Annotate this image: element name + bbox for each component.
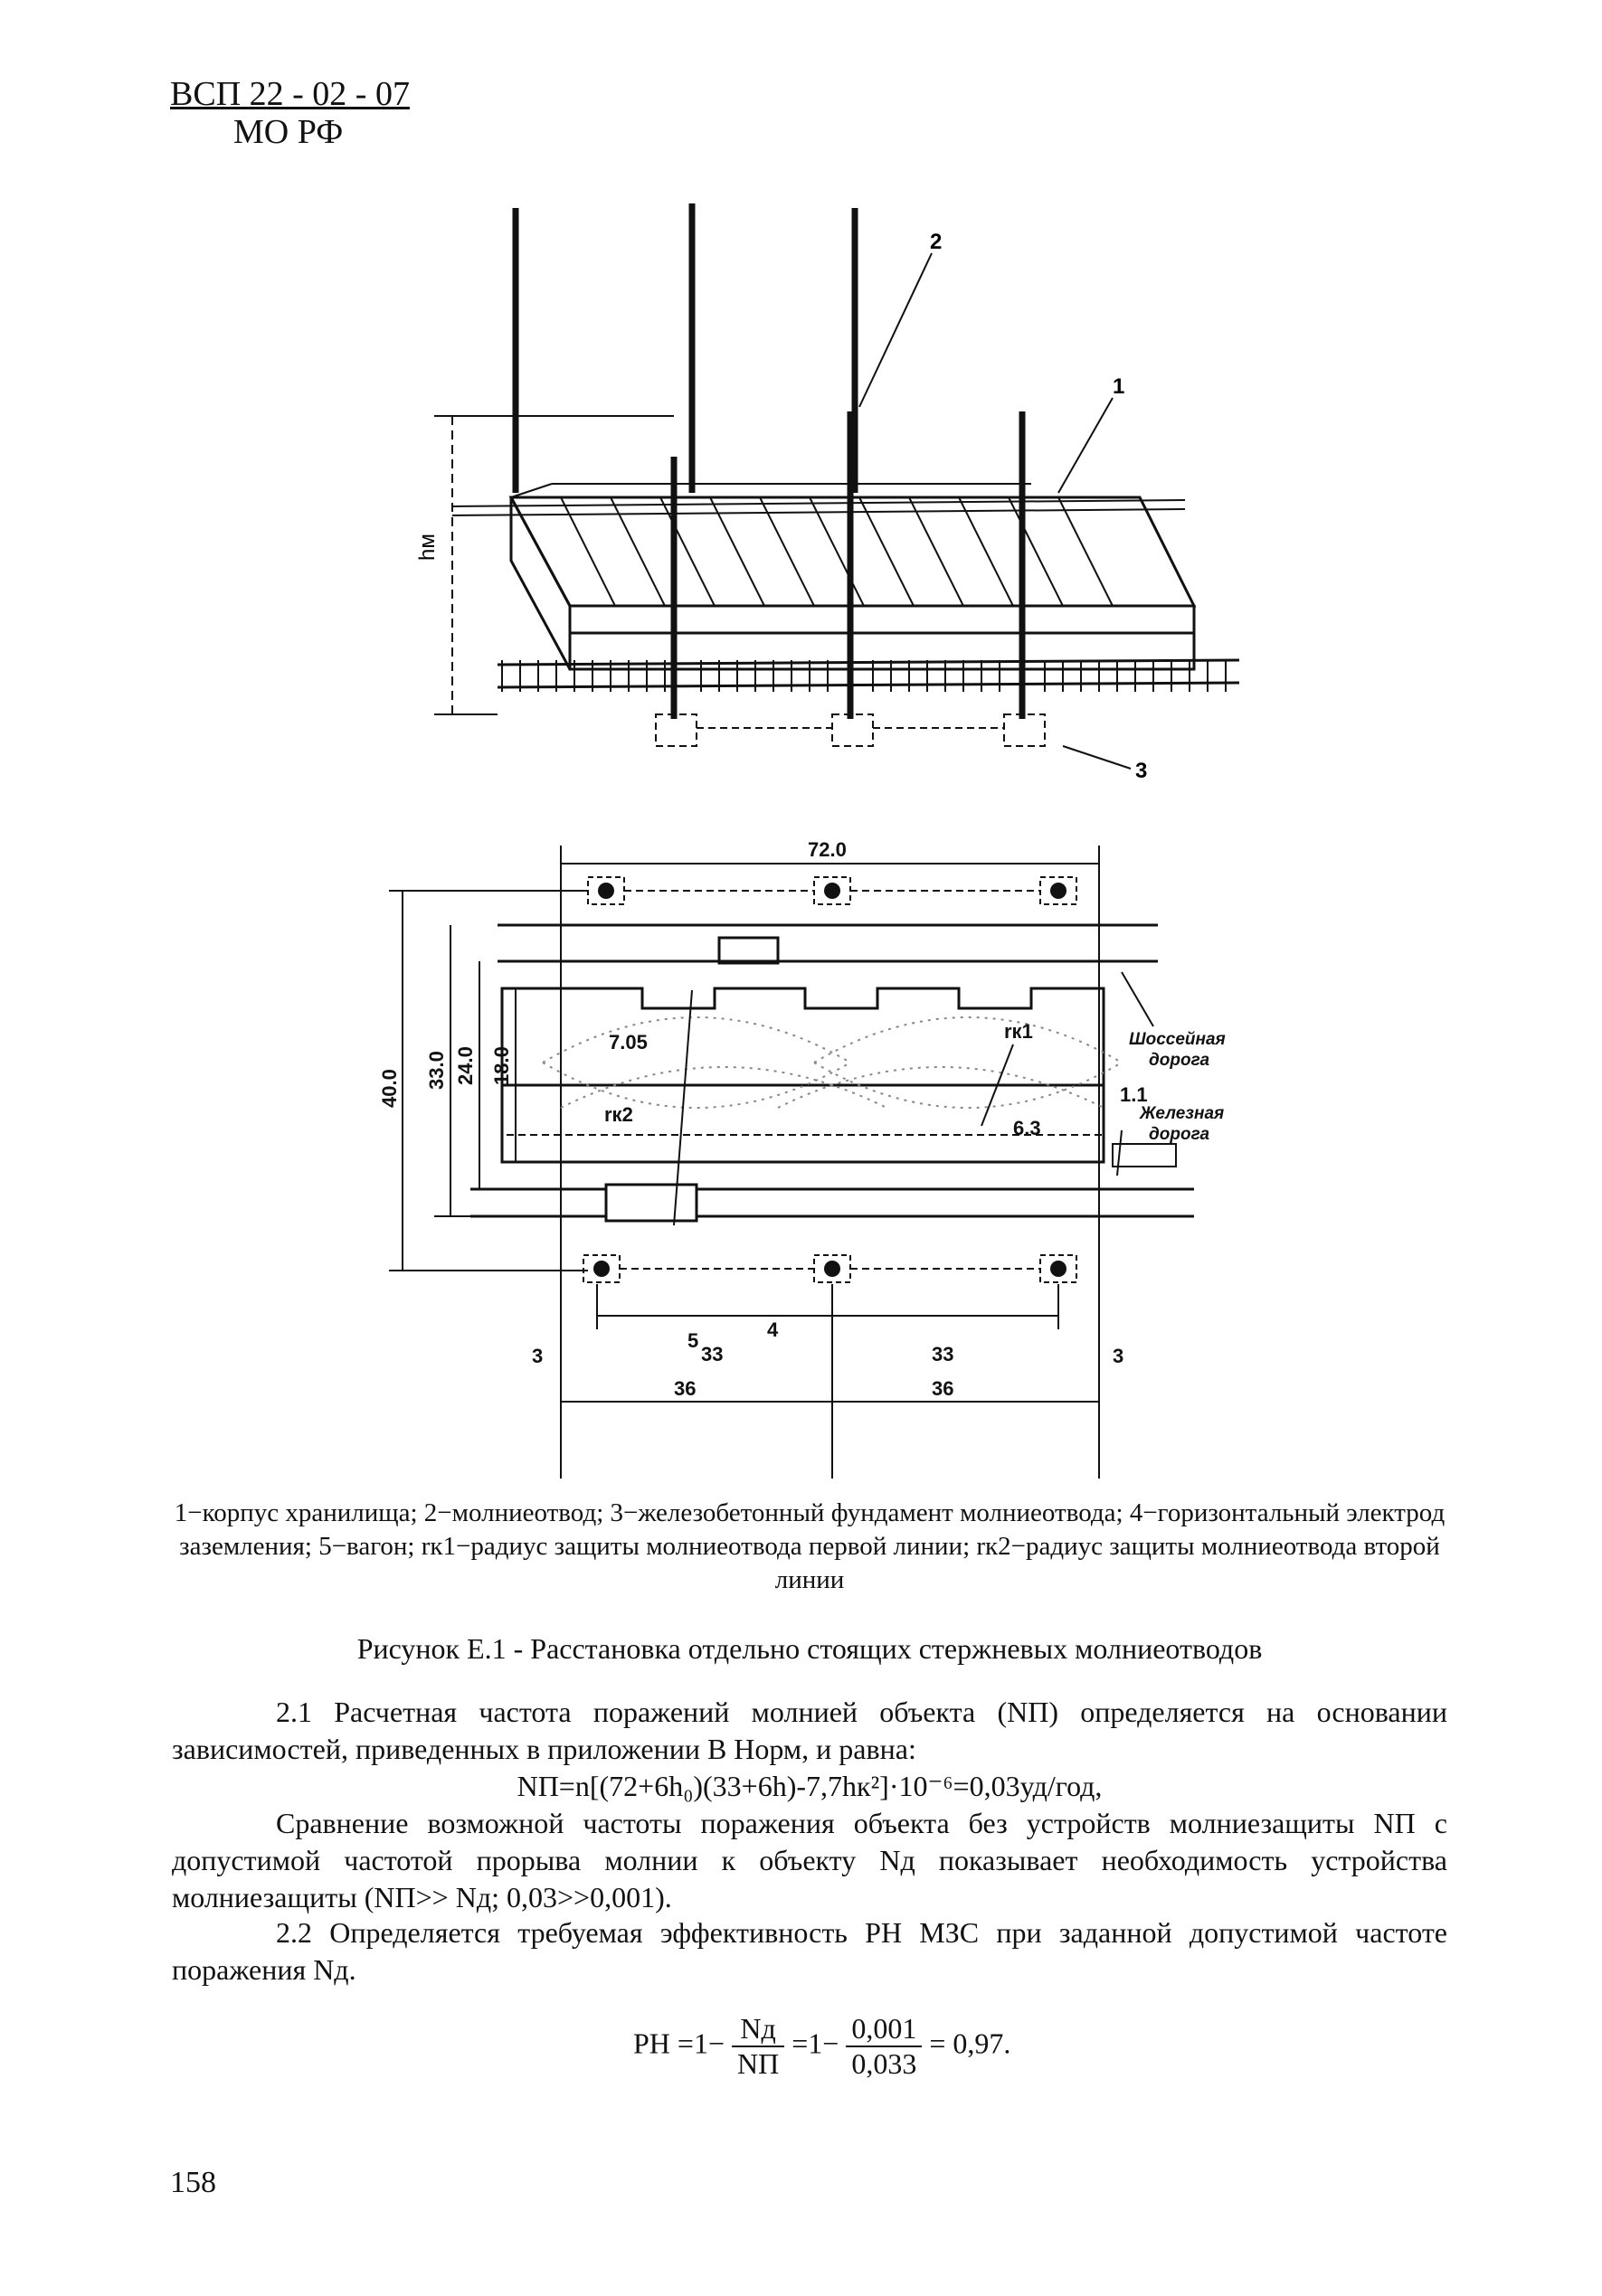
dim-33-left: 33 [701, 1343, 723, 1365]
dim-24: 24.0 [454, 1046, 477, 1085]
fraction-num-1: Nд [732, 2012, 785, 2047]
side-view-figure: hм 2 1 3 [415, 203, 1240, 783]
figure-title: Рисунок Е.1 - Расстановка отдельно стоящ… [356, 1632, 1263, 1665]
fraction-num-2: 0,001 [846, 2012, 923, 2047]
section-3-right: 3 [1113, 1345, 1123, 1367]
dim-40: 40.0 [380, 1069, 401, 1108]
fraction-nd-np: Nд NП [732, 2012, 785, 2081]
figure-caption: 1−корпус хранилища; 2−молниеотвод; 3−жел… [174, 1498, 1446, 1594]
label-rk2: rк2 [604, 1103, 633, 1126]
callout-1: 1 [1113, 374, 1124, 399]
fraction-den-1: NП [737, 2047, 780, 2080]
paragraph-comparison: Сравнение возможной частоты поражения об… [172, 1807, 1447, 1913]
document-code: ВСП 22 - 02 - 07 [170, 75, 410, 113]
section-3-left: 3 [532, 1345, 543, 1367]
label-rk1: rк1 [1004, 1020, 1033, 1043]
label-63: 6.3 [1013, 1117, 1041, 1139]
formula-ph-mid: =1− [792, 2027, 839, 2060]
label-11: 1.1 [1120, 1083, 1148, 1106]
label-4: 4 [767, 1318, 779, 1341]
callout-2: 2 [930, 230, 942, 254]
formula-ph: PН =1− Nд NП =1− 0,001 0,033 = 0,97. [633, 2012, 1176, 2121]
paragraph-2-2: 2.2 Определяется требуемая эффективность… [172, 1916, 1447, 1986]
label-5: 5 [687, 1329, 698, 1352]
page-number: 158 [170, 2166, 216, 2199]
dim-72: 72.0 [808, 838, 847, 861]
document-org: МО РФ [233, 113, 344, 151]
plan-view-figure: 72.0 40.0 33.0 24.0 18.0 7.05 rк1 rк2 6.… [380, 838, 1226, 1479]
formula-np: NП=n[(72+6h₀)(33+6h)-7,7hк²]·10⁻⁶=0,03уд… [517, 1770, 1103, 1802]
fraction-values: 0,001 0,033 [846, 2012, 923, 2081]
height-label: hм [415, 534, 440, 561]
dim-36-right: 36 [932, 1377, 953, 1400]
formula-ph-result: = 0,97. [929, 2027, 1011, 2060]
dim-33-right: 33 [932, 1343, 953, 1365]
label-705: 7.05 [609, 1031, 648, 1054]
formula-ph-lhs: PН =1− [633, 2027, 725, 2060]
fraction-den-2: 0,033 [851, 2047, 917, 2080]
dim-18: 18.0 [490, 1046, 513, 1085]
callout-3: 3 [1135, 759, 1147, 783]
paragraph-2-1: 2.1 Расчетная частота поражений молнией … [172, 1696, 1447, 1765]
dim-36-left: 36 [674, 1377, 696, 1400]
dim-33: 33.0 [425, 1051, 448, 1090]
